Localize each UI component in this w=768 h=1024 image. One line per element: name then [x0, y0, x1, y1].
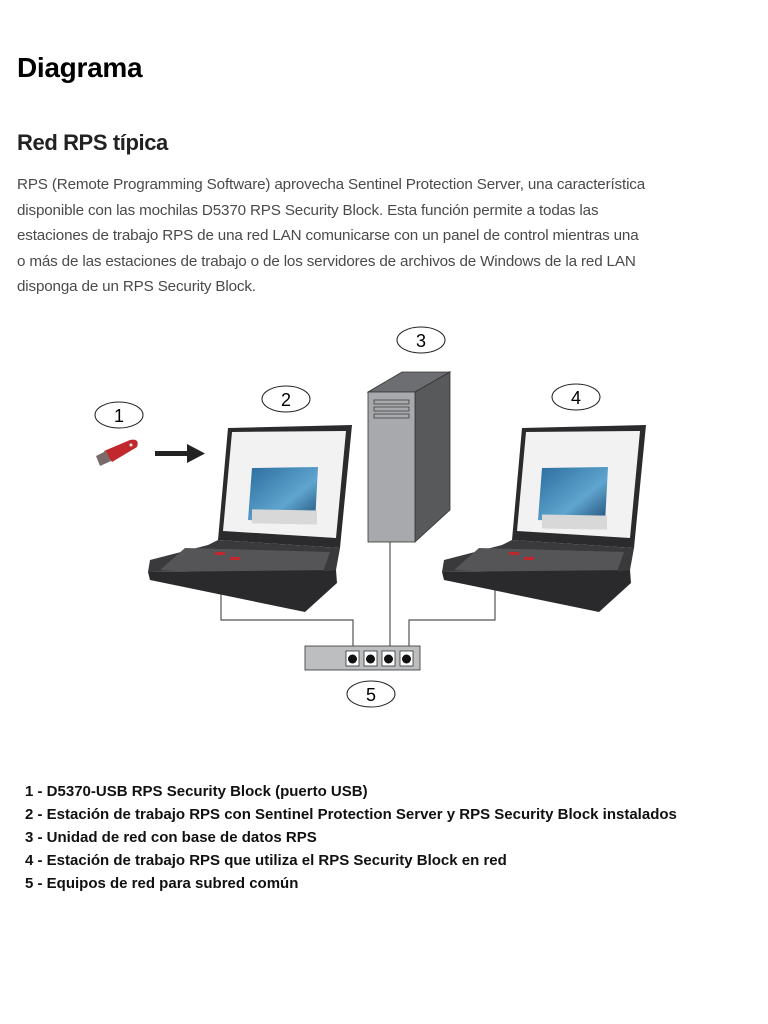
description-paragraph: RPS (Remote Programming Software) aprove… [17, 172, 757, 300]
legend-item: 4 - Estación de trabajo RPS que utiliza … [25, 852, 507, 869]
usb-dongle-icon [96, 439, 138, 466]
callout-label: 2 [281, 390, 291, 410]
diagram-legend: 1 - D5370-USB RPS Security Block (puerto… [25, 780, 677, 895]
callout-label: 4 [571, 388, 581, 408]
paragraph-line: disponible con las mochilas D5370 RPS Se… [17, 201, 599, 219]
callout-label: 5 [366, 685, 376, 705]
arrow-right-icon [155, 444, 205, 463]
network-switch-icon [304, 645, 421, 671]
paragraph-line: RPS (Remote Programming Software) aprove… [17, 176, 646, 193]
callout-1: 1 [94, 401, 144, 429]
callout-2: 2 [261, 385, 311, 413]
callout-label: 1 [114, 406, 124, 426]
section-heading: Red RPS típica [17, 130, 168, 155]
paragraph-line: o más de las estaciones de trabajo o de … [17, 252, 636, 270]
paragraph-line: estaciones de trabajo RPS de una red LAN… [17, 227, 639, 244]
page-title: Diagrama [17, 52, 143, 83]
callout-3: 3 [396, 326, 446, 354]
legend-item: 1 - D5370-USB RPS Security Block (puerto… [25, 783, 368, 800]
legend-item: 2 - Estación de trabajo RPS con Sentinel… [25, 806, 677, 823]
server-tower-icon [366, 371, 452, 543]
callout-label: 3 [416, 331, 426, 351]
paragraph-line: disponga de un RPS Security Block. [17, 278, 256, 295]
callout-5: 5 [346, 680, 396, 708]
legend-item: 5 - Equipos de red para subred común [25, 875, 299, 892]
legend-item: 3 - Unidad de red con base de datos RPS [25, 829, 317, 846]
laptop-workstation-4 [442, 425, 646, 612]
laptop-workstation-2 [148, 425, 352, 612]
callout-4: 4 [551, 383, 601, 411]
